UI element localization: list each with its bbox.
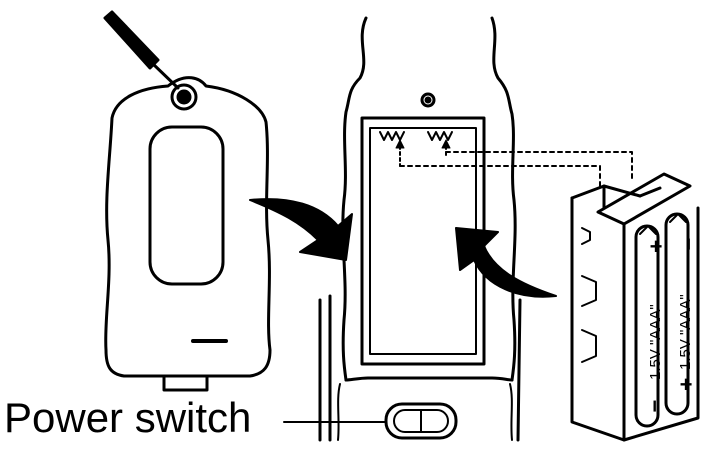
power-switch xyxy=(384,402,458,440)
arrow-left-icon xyxy=(249,198,353,261)
screw-icon xyxy=(170,83,198,111)
wiring-guide-lines xyxy=(399,151,633,189)
battery-voltage-label-1: 1.5V "AAA" xyxy=(647,304,664,380)
screw-hole-icon xyxy=(420,92,436,108)
screwdriver-icon xyxy=(103,10,180,90)
battery-voltage-label-2: 1.5V "AAA" xyxy=(677,294,694,370)
cover-window xyxy=(148,125,225,286)
arrow-right-icon xyxy=(455,227,557,298)
power-switch-label: Power switch xyxy=(4,394,251,441)
plus-sign-1: + xyxy=(650,234,663,259)
minus-sign-1: − xyxy=(676,238,701,251)
plus-sign-2: + xyxy=(680,372,693,397)
battery-contact-left xyxy=(379,131,405,141)
minus-sign-2: − xyxy=(642,400,667,413)
battery-contact-right xyxy=(427,131,453,141)
battery-pack xyxy=(570,172,700,442)
device-back-cover xyxy=(104,76,272,392)
